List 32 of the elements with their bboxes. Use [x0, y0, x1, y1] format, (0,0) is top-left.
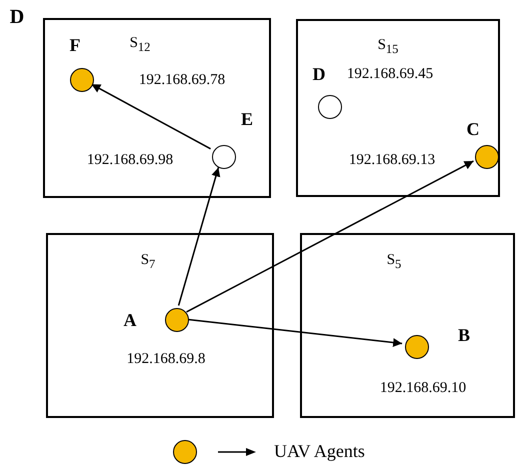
- agent-letter: C: [466, 120, 480, 138]
- arrow: [178, 167, 220, 306]
- agent-letter: A: [124, 311, 136, 329]
- uav-agent-dot: [405, 335, 429, 359]
- sector-box: [43, 18, 271, 198]
- node-circle: [318, 95, 342, 119]
- uav-agent-dot: [475, 145, 499, 169]
- agent-letter: B: [458, 326, 470, 344]
- sector-box: [46, 233, 274, 418]
- sector-box: [296, 19, 500, 197]
- arrow: [188, 318, 402, 348]
- arrow: [186, 160, 474, 313]
- legend-text: UAV Agents: [274, 441, 365, 462]
- agent-letter: E: [241, 110, 253, 128]
- panel-letter: D: [10, 8, 24, 26]
- sector-label: S$_{7}$: [140, 251, 156, 273]
- ip-address: 192.168.69.8: [126, 350, 206, 368]
- agent-letter: D: [312, 65, 326, 83]
- ip-address: 192.168.69.13: [348, 151, 436, 169]
- ip-address: 192.168.69.78: [138, 71, 226, 89]
- ip-address: 192.168.69.98: [86, 151, 174, 169]
- agent-letter: F: [70, 36, 80, 54]
- sector-label: S$_{12}$: [130, 34, 150, 56]
- sector-label: S$_{15}$: [378, 36, 398, 58]
- ip-address: 192.168.69.10: [380, 379, 466, 397]
- uav-agent-dot: [165, 308, 189, 332]
- node-circle: [212, 145, 236, 169]
- sector-label: S$_{5}$: [386, 251, 402, 273]
- uav-agent-dot: [70, 68, 94, 92]
- arrow: [91, 84, 211, 150]
- sector-box: [300, 233, 515, 418]
- ip-address: 192.168.69.45: [346, 65, 434, 83]
